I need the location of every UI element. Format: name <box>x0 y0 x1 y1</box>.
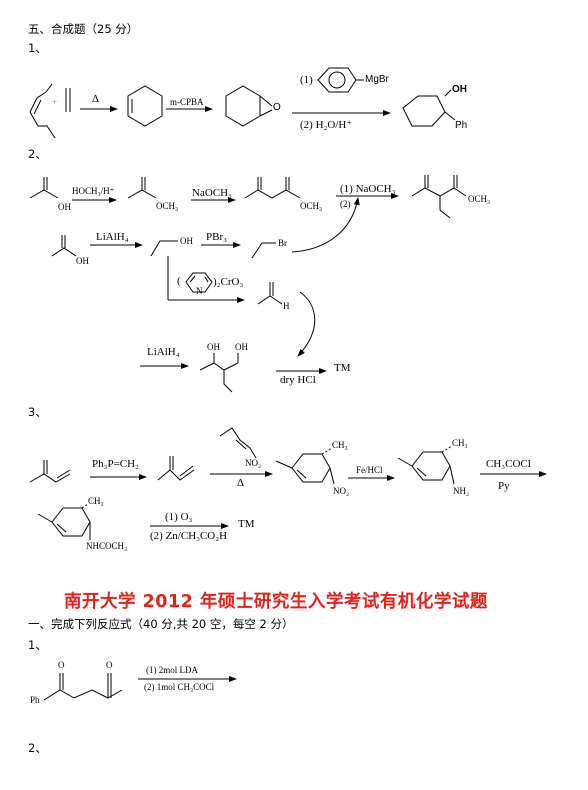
ketone-o1: O <box>58 660 65 670</box>
acetamide-cyclohexene <box>37 503 91 540</box>
acetyl-chloride-label: CH₃COCl <box>486 458 531 470</box>
dryhcl-label: dry HCl <box>280 374 316 386</box>
product-och3: OCH₃ <box>468 194 491 204</box>
plus-sign: + <box>52 97 58 107</box>
step2-label: (2) H₂O/H⁺ <box>300 119 353 131</box>
ethyl-bromide <box>251 242 276 259</box>
acetic-acid-1 <box>29 177 59 199</box>
ethanol-oh: OH <box>180 236 193 246</box>
p1-number: 1、 <box>28 638 47 652</box>
section-five-header: 五、合成题（25 分） <box>28 22 139 36</box>
amine-cyclohexene <box>397 445 455 485</box>
pyridine-label: Py <box>498 480 510 492</box>
nitropropene-no2: NO₂ <box>245 458 262 468</box>
methyl-acetoacetate <box>244 177 301 199</box>
nitro-no2: NO₂ <box>333 486 350 496</box>
exam-title: 南开大学 2012 年硕士研究生入学考试有机化学试题 <box>64 592 488 612</box>
butadiene <box>29 83 56 139</box>
aldehyde-h: H <box>283 301 290 311</box>
q3-delta: Δ <box>237 477 245 489</box>
lialh4-label: LiAlH₄ <box>96 231 129 243</box>
q2-number: 2、 <box>28 147 47 161</box>
pyridine-n: N <box>196 286 203 296</box>
mgbr-label: MgBr <box>365 74 389 85</box>
p2-number: 2、 <box>28 741 47 755</box>
acetaldehyde <box>257 282 283 305</box>
ketoester-och3: OCH₃ <box>300 201 323 211</box>
zinc-step: (2) Zn/CH₃CO₂H <box>150 530 228 542</box>
step1-label: (1) <box>300 74 313 86</box>
q3-number: 3、 <box>28 405 47 419</box>
delta-label: Δ <box>92 93 100 105</box>
methyl-vinyl-ketone <box>29 460 71 483</box>
amine-nh2: NH₂ <box>453 486 470 496</box>
alkylation-step2: (2) <box>340 199 351 209</box>
acetyl-step: (2) 1mol CH₃COCl <box>144 682 215 692</box>
ester-och3: OCH₃ <box>156 201 179 211</box>
alkylation-step1: (1) NaOCH₃ <box>340 183 396 195</box>
collins-paren: ( <box>177 275 181 287</box>
benzoylacetone <box>43 673 123 701</box>
q2-tm: TM <box>334 362 351 374</box>
pyridine <box>185 272 213 293</box>
epoxide <box>225 85 273 127</box>
methyl-acetate <box>127 177 157 199</box>
esterification-reagent: HOCH₃/H⁺ <box>72 186 115 196</box>
nitropropene <box>219 427 257 459</box>
part-one-header: 一、完成下列反应式（40 分,共 20 空，每空 2 分） <box>28 617 294 631</box>
diol-oh1: OH <box>207 342 220 352</box>
acetamide-group: NHCOCH₃ <box>86 541 128 551</box>
isoprene <box>157 456 195 481</box>
ethylene <box>65 88 71 112</box>
q3-tm: TM <box>238 518 255 530</box>
diol-oh2: OH <box>235 342 248 352</box>
nitro-ch3: CH₃ <box>332 440 348 450</box>
wittig-label: Ph₃P=CH₂ <box>92 458 139 470</box>
ethanol <box>150 240 178 257</box>
ozone-step: (1) O₃ <box>165 511 193 523</box>
product-ph: Ph <box>455 120 468 131</box>
pbr3-label: PBr₃ <box>206 231 227 243</box>
trans-2-phenylcyclohexanol <box>402 89 456 127</box>
q2-curved-arrow-down <box>297 291 316 357</box>
cro3-label: )₂CrO₃ <box>213 276 244 288</box>
fehcl-label: Fe/HCl <box>356 465 383 475</box>
acid1-oh: OH <box>58 202 71 212</box>
diol <box>199 353 239 393</box>
bromide-br: Br <box>278 238 287 248</box>
acetic-acid-2 <box>51 235 77 257</box>
alkylated-ketoester <box>411 175 467 219</box>
q1-number: 1、 <box>28 41 47 55</box>
amine-ch3: CH₃ <box>452 438 468 448</box>
phenyl-ph: Ph <box>30 695 40 705</box>
naoch3-label: NaOCH₃ <box>192 187 232 199</box>
phenyl-grignard <box>317 67 364 93</box>
acetamide-ch3: CH₃ <box>88 496 104 506</box>
epoxide-oxygen: O <box>273 102 281 113</box>
mcpba-label: m-CPBA <box>170 97 204 107</box>
nitro-cyclohexene <box>275 447 335 485</box>
lda-step: (1) 2mol LDA <box>146 665 198 675</box>
acid2-oh: OH <box>76 256 89 266</box>
cyclohexene <box>127 85 163 127</box>
product-oh: OH <box>452 84 467 95</box>
q2-curved-arrow-up <box>291 197 360 253</box>
ketone-o2: O <box>106 660 113 670</box>
lialh4-label-2: LiAlH₄ <box>147 346 180 358</box>
